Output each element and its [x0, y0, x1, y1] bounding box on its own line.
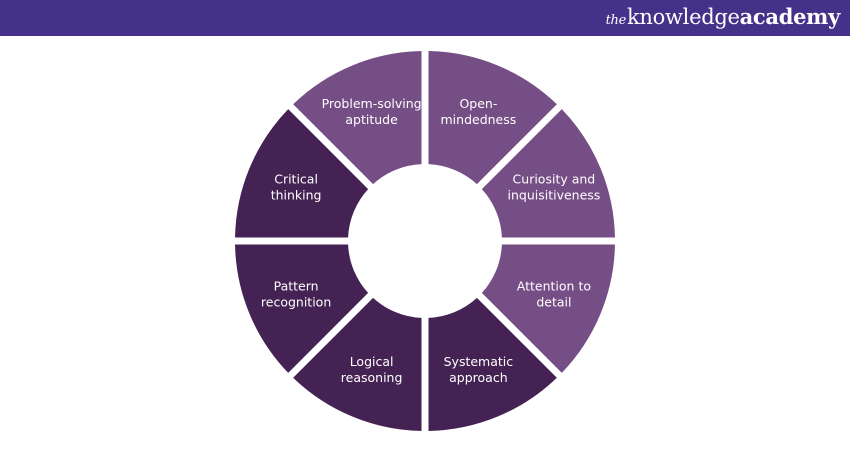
ring-segment [428, 51, 557, 185]
segment-label-line: detail [536, 294, 571, 309]
segment-label-line: Problem-solving [322, 96, 422, 111]
segment-label-line: Open- [459, 96, 497, 111]
segment-label-line: approach [449, 370, 508, 385]
logo-prefix: the [605, 13, 627, 28]
segment-label: Open-mindedness [441, 96, 517, 127]
segment-label-line: Critical [274, 172, 318, 187]
segment-label-line: inquisitiveness [507, 188, 600, 203]
segment-label-line: mindedness [441, 112, 517, 127]
segment-label-line: Systematic [444, 354, 514, 369]
segment-label-line: thinking [271, 188, 322, 203]
ring-segment [235, 109, 369, 238]
brand-logo[interactable]: theknowledgeacademy [605, 4, 841, 29]
ring-segment [428, 297, 557, 431]
segment-label-line: recognition [261, 294, 331, 309]
segment-label-line: reasoning [341, 370, 403, 385]
ring-segment [235, 244, 369, 373]
segment-label-line: Logical [350, 354, 394, 369]
ring-segment [293, 297, 422, 431]
segment-label-line: Attention to [517, 278, 591, 293]
segment-label-line: Pattern [274, 278, 319, 293]
segment-label-line: aptitude [345, 112, 398, 127]
ring-segment [481, 109, 615, 238]
logo-suffix: academy [739, 4, 841, 29]
header-bar: theknowledgeacademy [0, 0, 850, 36]
ring-segment [481, 244, 615, 373]
segment-label-line: Curiosity and [513, 172, 596, 187]
ring-segment [293, 51, 422, 185]
logo-main: knowledge [626, 5, 740, 29]
